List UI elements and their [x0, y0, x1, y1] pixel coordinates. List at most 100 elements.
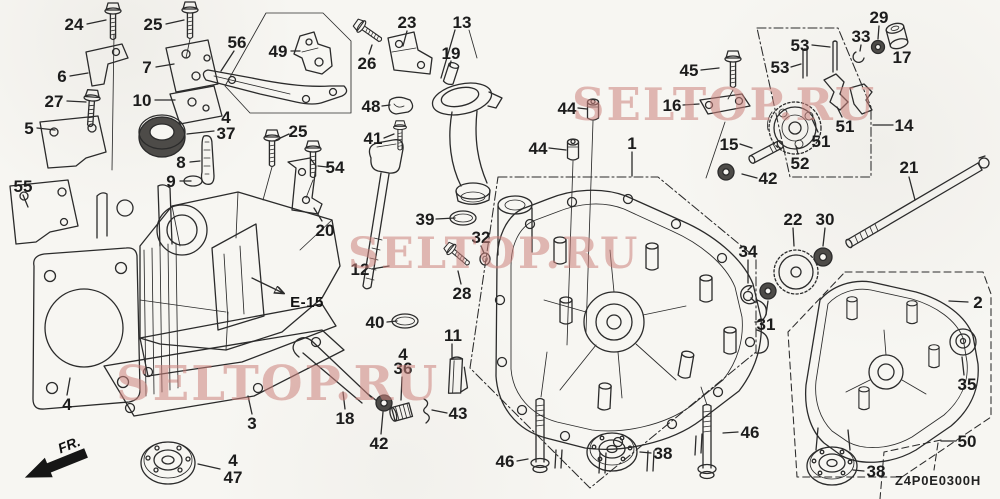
- callout-label-47: 47: [224, 468, 243, 487]
- part-crankcase-cover-1: [494, 189, 769, 474]
- callout-label-25: 25: [289, 122, 308, 141]
- part-dowel-44a: [586, 98, 600, 121]
- callout-label-38: 38: [654, 444, 673, 463]
- callout-label-55: 55: [14, 177, 33, 196]
- callout-leader-53: [790, 63, 802, 68]
- part-rod-18: [292, 337, 378, 404]
- callout-label-29: 29: [870, 8, 889, 27]
- part-gasket-3: [103, 329, 345, 417]
- callout-label-16: 16: [663, 96, 682, 115]
- callout-leader-46: [722, 431, 739, 434]
- callout-label-50: 50: [958, 432, 977, 451]
- callout-leader-38: [639, 451, 652, 454]
- part-bushing-17: [885, 22, 909, 50]
- callout-leader-23: [402, 30, 408, 47]
- callout-leader-3: [247, 395, 253, 415]
- callout-label-53: 53: [791, 36, 810, 55]
- bolt-45: [724, 50, 742, 89]
- callout-leader-48: [381, 104, 391, 107]
- callout-label-10: 10: [133, 91, 152, 110]
- callout-label-12: 12: [351, 260, 370, 279]
- callout-leader-52: [795, 145, 799, 155]
- e15-reference: E-15: [251, 277, 323, 311]
- callout-label-39: 39: [416, 210, 435, 229]
- part-bearing-47: [140, 441, 196, 485]
- callout-label-49: 49: [269, 42, 288, 61]
- part-bearing-35: [949, 328, 977, 356]
- callout-leader-4: [66, 377, 71, 396]
- callout-leader-25: [275, 133, 290, 141]
- callout-leader-5: [36, 127, 56, 131]
- part-clip-33: [852, 51, 865, 63]
- part-cylinder-barrel: [32, 184, 341, 410]
- diagram-code: Z4P0E0300H: [895, 473, 981, 488]
- part-lever-56: [202, 69, 348, 105]
- callout-label-45: 45: [680, 61, 699, 80]
- part-plate-7: [165, 39, 219, 93]
- callout-label-7: 7: [142, 58, 151, 77]
- part-plate-16: [699, 93, 751, 115]
- callout-label-54: 54: [326, 158, 345, 177]
- callout-label-41: 41: [364, 129, 383, 148]
- callout-leader-12: [371, 265, 390, 270]
- callout-leader-43: [431, 409, 448, 414]
- part-washer-42a: [375, 394, 393, 412]
- part-dowel-44b: [566, 138, 580, 161]
- part-gear-22: [773, 249, 819, 295]
- callout-label-24: 24: [65, 15, 84, 34]
- callout-leader-24: [86, 19, 107, 25]
- part-pin-15: [748, 140, 784, 164]
- callout-label-32: 32: [472, 228, 491, 247]
- callout-leader-38: [852, 469, 865, 472]
- bolt-24: [104, 2, 122, 41]
- callout-label-42: 42: [370, 434, 389, 453]
- part-plate-55: [9, 179, 79, 245]
- callout-label-26: 26: [358, 54, 377, 73]
- callout-label-6: 6: [57, 67, 66, 86]
- part-shaft-21: [845, 155, 990, 249]
- callout-leader-25: [165, 19, 185, 25]
- callout-label-9: 9: [166, 172, 175, 191]
- part-plate-10: [169, 85, 223, 125]
- callout-label-28: 28: [453, 284, 472, 303]
- callout-leader-28: [457, 270, 462, 285]
- callout-label-4: 4: [221, 108, 231, 127]
- callout-leader-29: [877, 25, 880, 40]
- callout-leader-47: [197, 463, 221, 470]
- callout-leader-20: [313, 207, 323, 222]
- part-washer-29: [870, 39, 886, 55]
- callout-label-33: 33: [852, 27, 871, 46]
- part-pin-53b: [802, 48, 808, 79]
- callout-leader-21: [908, 176, 916, 201]
- callout-leader-2: [948, 300, 969, 303]
- callout-leader-13: [440, 29, 456, 79]
- group-box-1: [469, 176, 757, 489]
- assembly-lines: [111, 29, 734, 406]
- part-bracket-49: [293, 31, 333, 75]
- part-bracket-23: [387, 31, 433, 75]
- callout-leader-35: [961, 356, 965, 376]
- part-plate-5: [39, 115, 107, 169]
- callout-label-31: 31: [757, 315, 776, 334]
- callout-leader-26: [368, 44, 373, 55]
- callout-label-44: 44: [529, 139, 548, 158]
- callout-leader-18: [342, 391, 346, 410]
- part-washer-42b: [717, 163, 735, 181]
- part-bearing-38a: [586, 432, 638, 472]
- callout-label-35: 35: [958, 375, 977, 394]
- callout-label-5: 5: [24, 119, 33, 138]
- bolt-28: [441, 239, 474, 270]
- callout-leader-45: [700, 67, 720, 71]
- callout-leader-54: [317, 165, 328, 168]
- part-crankcase-2: [804, 280, 979, 463]
- callout-leader-53: [811, 44, 831, 48]
- callout-leader-55: [22, 194, 29, 208]
- callout-label-21: 21: [900, 158, 919, 177]
- callout-label-1: 1: [627, 134, 636, 153]
- part-oil-seal-37: [138, 114, 186, 158]
- callout-label-19: 19: [442, 44, 461, 63]
- callout-label-22: 22: [784, 210, 803, 229]
- callout-label-13: 13: [453, 13, 472, 32]
- callout-leader-42: [380, 411, 384, 435]
- callout-leader-19: [449, 60, 452, 67]
